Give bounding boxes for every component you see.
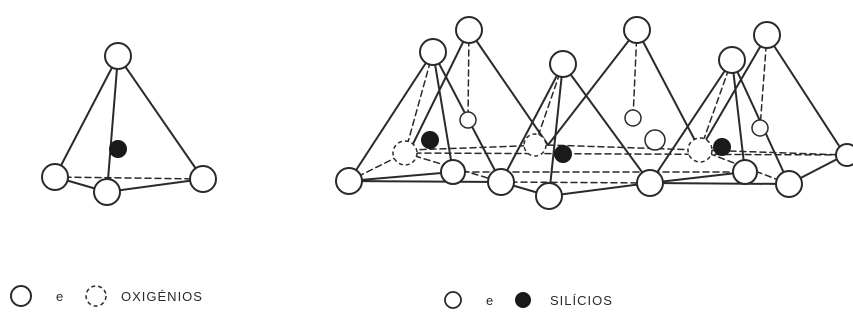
oxygen-atom [440,159,466,185]
silicon-atom [109,140,127,158]
tetrahedra-chain [348,29,846,197]
oxygen-atom-back [644,129,666,151]
silicon-atom-back [459,111,477,129]
oxygen-atom-hidden [392,140,418,166]
oxygen-atom-hidden [687,137,713,163]
oxygen-atom [104,42,132,70]
oxygen-atom [718,46,746,74]
oxygen-atom [835,143,853,167]
oxygen-atom [623,16,651,44]
oxygen-atom [732,159,758,185]
oxygen-atom [753,21,781,49]
legend-connector: e [56,289,64,304]
oxygen-dashed-icon [85,285,107,307]
oxygen-atom [419,38,447,66]
silicon-atom-back [751,119,769,137]
oxygen-atom [41,163,69,191]
oxygen-atom [455,16,483,44]
legend-silicon-label: SILÍCIOS [550,293,613,308]
legend-oxygen-label: OXIGÉNIOS [121,289,203,304]
oxygen-atom [549,50,577,78]
oxygen-atom [93,178,121,206]
silicon-atom [421,131,439,149]
single-tetrahedron [54,55,204,193]
oxygen-atom [335,167,363,195]
oxygen-atom [189,165,217,193]
silicon-atom-back [624,109,642,127]
oxygen-atom [636,169,664,197]
oxygen-solid-icon [10,285,32,307]
legend-silicon: e SILÍCIOS [444,291,613,309]
oxygen-atom-hidden [523,133,547,157]
oxygen-atom [535,182,563,210]
legend-connector: e [486,293,494,308]
oxygen-atom [487,168,515,196]
silicon-white-icon [444,291,462,309]
silicon-black-icon [515,292,531,308]
oxygen-atom [775,170,803,198]
legend-oxygen: e OXIGÉNIOS [10,285,203,307]
silicon-atom [713,138,731,156]
silicon-atom [554,145,572,163]
